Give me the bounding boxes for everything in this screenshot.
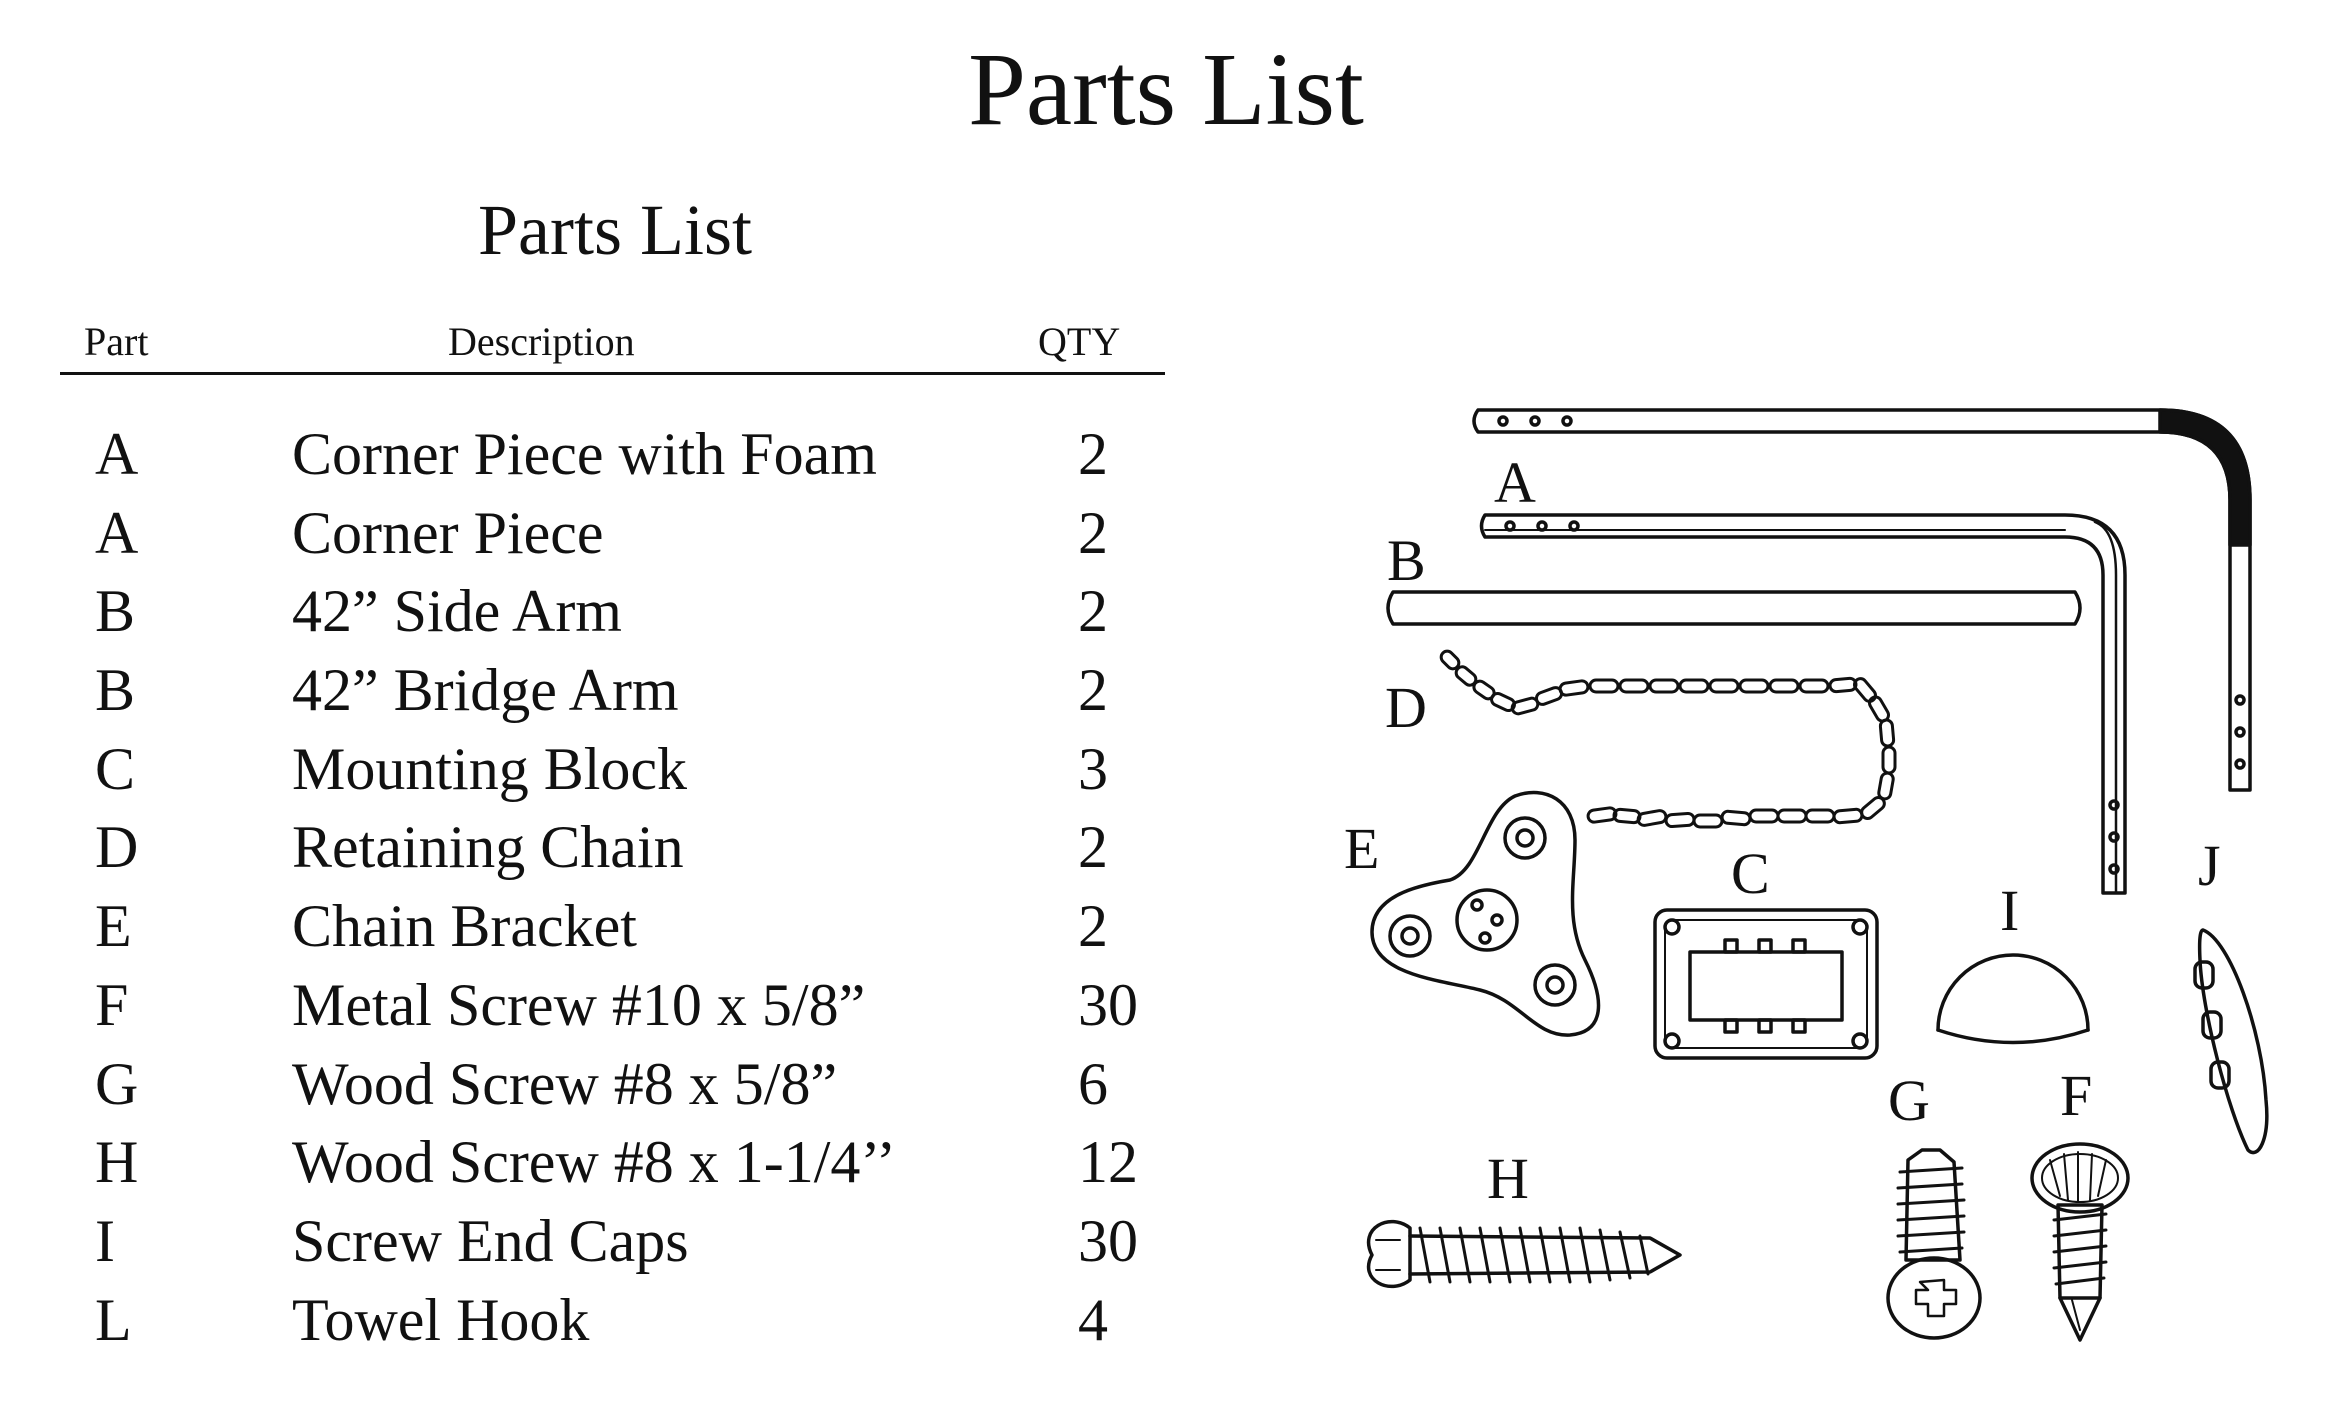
cell-part: A — [95, 421, 139, 487]
cell-part: A — [95, 499, 139, 566]
cell-part: I — [95, 1207, 115, 1274]
label-e: E — [1344, 816, 1379, 881]
cell-qty: 2 — [1078, 421, 1108, 487]
cell-description: Retaining Chain — [292, 814, 684, 881]
cell-description: Screw End Caps — [292, 1207, 689, 1274]
retaining-chain-illustration — [1439, 649, 1897, 829]
cell-part: D — [95, 814, 139, 881]
label-i: I — [2000, 878, 2019, 943]
header-divider — [60, 372, 1165, 375]
cell-qty: 2 — [1078, 814, 1108, 881]
corner-piece-illustration — [1479, 513, 2127, 895]
label-h: H — [1487, 1146, 1529, 1211]
cell-qty: 3 — [1078, 735, 1108, 802]
label-a: A — [1494, 450, 1536, 515]
table-row: A Corner Piece 2 — [0, 494, 1200, 573]
cell-qty: 30 — [1078, 1207, 1138, 1274]
cell-qty: 12 — [1078, 1129, 1138, 1196]
cell-qty: 2 — [1078, 657, 1108, 724]
cell-description: 42” Side Arm — [292, 578, 622, 645]
table-row: B 42” Side Arm 2 — [0, 572, 1200, 651]
label-b: B — [1387, 528, 1426, 593]
header-description: Description — [448, 319, 635, 364]
label-j: J — [2198, 833, 2221, 898]
cell-description: Wood Screw #8 x 1-1/4’’ — [292, 1129, 896, 1196]
cell-part: B — [95, 578, 136, 645]
cell-part: L — [95, 1286, 132, 1353]
short-wood-screw-illustration — [1886, 1148, 1982, 1340]
table-row: H Wood Screw #8 x 1-1/4’’ 12 — [0, 1123, 1200, 1202]
cell-part: C — [95, 735, 136, 802]
long-wood-screw-illustration — [1366, 1219, 1682, 1289]
table-row: G Wood Screw #8 x 5/8” 6 — [0, 1045, 1200, 1124]
table-row: A Corner Piece with Foam 2 — [0, 415, 1200, 494]
cell-description: Corner Piece with Foam — [292, 421, 877, 487]
table-row: L Towel Hook 4 — [0, 1281, 1200, 1360]
cell-qty: 2 — [1078, 893, 1108, 960]
cell-description: Corner Piece — [292, 499, 604, 566]
cell-part: E — [95, 893, 132, 960]
cell-description: Chain Bracket — [292, 893, 637, 960]
label-g: G — [1888, 1068, 1930, 1133]
arm-tube-illustration — [1386, 590, 2082, 626]
label-f: F — [2060, 1063, 2092, 1128]
cell-description: Towel Hook — [292, 1286, 590, 1353]
table-row: D Retaining Chain 2 — [0, 808, 1200, 887]
table-title: Parts List — [477, 190, 752, 270]
header-qty: QTY — [1038, 319, 1121, 364]
cell-part: H — [95, 1129, 139, 1196]
cell-description: Metal Screw #10 x 5/8” — [292, 971, 866, 1038]
cell-qty: 6 — [1078, 1050, 1108, 1117]
cell-part: B — [95, 657, 136, 724]
table-row: I Screw End Caps 30 — [0, 1202, 1200, 1281]
header-part: Part — [84, 319, 149, 364]
cell-description: Mounting Block — [292, 735, 688, 802]
cell-part: G — [95, 1050, 139, 1117]
table-row: B 42” Bridge Arm 2 — [0, 651, 1200, 730]
cell-qty: 4 — [1078, 1286, 1108, 1353]
metal-screw-illustration — [2030, 1142, 2130, 1342]
cell-qty: 2 — [1078, 499, 1108, 566]
chain-bracket-illustration — [1370, 790, 1601, 1037]
cell-part: F — [95, 971, 129, 1038]
label-c: C — [1731, 841, 1770, 906]
page-title: Parts List — [968, 32, 1364, 147]
table-row: F Metal Screw #10 x 5/8” 30 — [0, 966, 1200, 1045]
cell-qty: 2 — [1078, 578, 1108, 645]
mounting-block-illustration — [1653, 908, 1879, 1060]
label-d: D — [1385, 675, 1427, 740]
cell-description: Wood Screw #8 x 5/8” — [292, 1050, 838, 1117]
cell-description: 42” Bridge Arm — [292, 657, 679, 724]
cell-qty: 30 — [1078, 971, 1138, 1038]
table-row: E Chain Bracket 2 — [0, 887, 1200, 966]
table-row: C Mounting Block 3 — [0, 730, 1200, 809]
towel-hook-illustration — [2193, 928, 2269, 1155]
screw-end-cap-illustration — [1936, 953, 2090, 1045]
corner-piece-with-foam-illustration — [1472, 408, 2252, 792]
